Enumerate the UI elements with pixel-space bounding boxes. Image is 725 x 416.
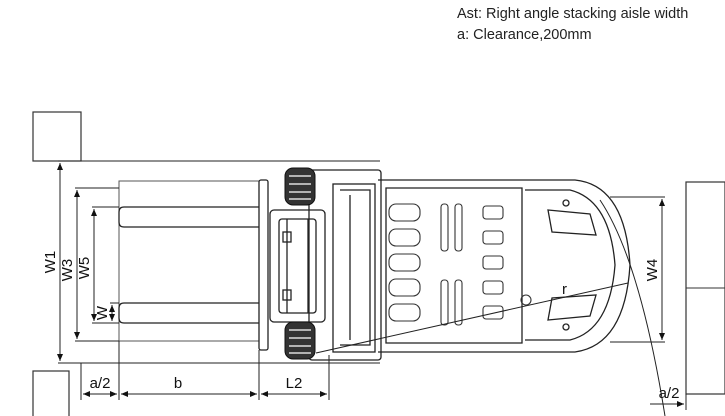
legend: Ast: Right angle stacking aisle width a:… — [457, 4, 688, 46]
battery-compartment — [388, 203, 532, 326]
label-w: W — [94, 305, 111, 320]
truck-body — [378, 179, 631, 353]
mast — [308, 169, 382, 361]
front-wheels — [284, 167, 316, 360]
label-l2: L2 — [286, 375, 303, 392]
turning-radius-line — [315, 282, 629, 354]
legend-clearance: a: Clearance,200mm — [457, 27, 592, 43]
label-w3: W3 — [59, 259, 76, 282]
legend-ast: Ast: Right angle stacking aisle width — [457, 6, 689, 22]
load-outline — [118, 180, 260, 342]
label-w5: W5 — [76, 257, 93, 280]
left-pallet-top — [32, 111, 82, 162]
label-a-half-right: a/2 — [659, 385, 680, 402]
forks — [118, 206, 259, 324]
label-a-half-left: a/2 — [90, 375, 111, 392]
fork-carriage — [258, 179, 326, 351]
left-pallet-bottom — [32, 370, 70, 416]
label-r: r — [562, 281, 567, 298]
label-w1: W1 — [42, 251, 59, 274]
label-b: b — [174, 375, 182, 392]
turning-arc — [599, 199, 666, 416]
label-w4: W4 — [644, 259, 661, 282]
